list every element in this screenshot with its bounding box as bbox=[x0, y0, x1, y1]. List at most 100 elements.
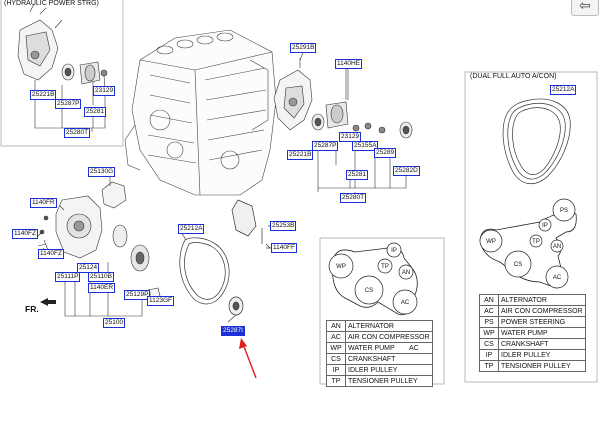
legend-code: AC bbox=[326, 331, 346, 343]
mid-label-cs: CS bbox=[365, 288, 373, 294]
legend-desc: IDLER PULLEY bbox=[345, 364, 433, 376]
legend-desc: TENSIONER PULLEY bbox=[498, 360, 586, 372]
right-pulley-wp bbox=[479, 229, 503, 253]
mid-pulley-cs bbox=[354, 275, 384, 305]
right-label-an: AN bbox=[553, 244, 561, 250]
right-pulley-ac bbox=[545, 265, 569, 289]
right-label-ip: IP bbox=[542, 223, 548, 229]
ref-23129-r[interactable]: 23129 bbox=[339, 132, 362, 142]
ref-1140ER[interactable]: 1140ER bbox=[88, 283, 116, 293]
stray-ac-label: AC bbox=[409, 345, 419, 352]
center-belt-sketch bbox=[179, 199, 285, 323]
ref-1140HE[interactable]: 1140HE bbox=[335, 59, 363, 69]
legend-desc: IDLER PULLEY bbox=[498, 349, 586, 361]
right-assembly-sketch bbox=[273, 58, 413, 139]
right-pulley-ip bbox=[538, 218, 552, 232]
back-arrow-icon[interactable]: ⇦ bbox=[571, 0, 599, 16]
ref-25287I-selected[interactable]: 25287I bbox=[221, 326, 245, 336]
front-arrow-icon bbox=[40, 298, 56, 306]
right-label-ps: PS bbox=[560, 208, 568, 214]
right-label-cs: CS bbox=[514, 262, 522, 268]
right-label-tp: TP bbox=[532, 239, 540, 245]
mid-pulley-ip bbox=[386, 242, 402, 258]
right-pulley-ps bbox=[552, 198, 576, 222]
legend-desc: WATER PUMP bbox=[345, 342, 433, 354]
legend-code: PS bbox=[479, 316, 499, 328]
ref-25130G[interactable]: 25130G bbox=[88, 167, 116, 177]
hydraulic-header: (HYDRAULIC POWER STRG) bbox=[4, 0, 99, 7]
dual-ac-belt-sketch bbox=[502, 98, 571, 184]
ref-1123GF[interactable]: 1123GF bbox=[147, 296, 175, 306]
ref-25253B[interactable]: 25253B bbox=[270, 221, 297, 231]
ref-23129-tl[interactable]: 23129 bbox=[93, 86, 116, 96]
legend-code: AC bbox=[479, 305, 499, 317]
ref-1140FZ-a[interactable]: 1140FZ bbox=[12, 229, 38, 239]
legend-desc: POWER STEERING bbox=[498, 316, 586, 328]
right-belt-routing: PS IP TP WP AN CS AC bbox=[479, 198, 577, 289]
ref-25221B-tl[interactable]: 25221B bbox=[30, 90, 57, 100]
ref-25291B[interactable]: 25291B bbox=[290, 43, 317, 53]
legend-code: IP bbox=[326, 364, 346, 376]
legend-code: WP bbox=[479, 327, 499, 339]
mid-label-ac: AC bbox=[401, 300, 410, 306]
ref-1140FZ-b[interactable]: 1140FZ bbox=[38, 249, 64, 259]
legend-desc: CRANKSHAFT bbox=[345, 353, 433, 365]
ref-25100[interactable]: 25100 bbox=[103, 318, 126, 328]
mid-label-wp: WP bbox=[336, 264, 346, 270]
front-indicator: FR. bbox=[25, 304, 39, 314]
mid-pulley-wp bbox=[328, 253, 354, 279]
mid-label-tp: TP bbox=[381, 264, 389, 270]
ref-25212A-r[interactable]: 25212A bbox=[550, 85, 577, 95]
ref-1140FF[interactable]: 1140FF bbox=[271, 243, 297, 253]
ref-25287P-r[interactable]: 25287P bbox=[312, 141, 339, 151]
legend-desc: AIR CON COMPRESSOR bbox=[498, 305, 586, 317]
legend-desc: ALTERNATOR bbox=[498, 294, 586, 306]
ref-25212A-c[interactable]: 25212A bbox=[178, 224, 205, 234]
ref-25129P[interactable]: 25129P bbox=[124, 290, 151, 300]
dual-ac-header: (DUAL FULL AUTO A/CON) bbox=[470, 73, 557, 80]
hydraulic-parts-sketch bbox=[17, 3, 108, 85]
legend-desc: AIR CON COMPRESSOR bbox=[345, 331, 433, 343]
legend-code: TP bbox=[326, 375, 346, 387]
ref-1140FR[interactable]: 1140FR bbox=[30, 198, 57, 208]
ref-25155A[interactable]: 25155A bbox=[352, 141, 379, 151]
dual-ac-frame bbox=[464, 71, 598, 383]
ref-25282D[interactable]: 25282D bbox=[393, 166, 420, 176]
ref-25281-r[interactable]: 25281 bbox=[346, 170, 369, 180]
legend-code: AN bbox=[326, 320, 346, 332]
legend-desc: ALTERNATOR bbox=[345, 320, 433, 332]
ref-25280T-tl[interactable]: 25280T bbox=[64, 128, 91, 138]
ref-25110B[interactable]: 25110B bbox=[88, 272, 114, 282]
hydraulic-leader-lines bbox=[34, 75, 106, 132]
mid-pulley-ac bbox=[392, 289, 418, 315]
ref-25280T-r[interactable]: 25280T bbox=[340, 193, 367, 203]
mid-pulley-an bbox=[398, 264, 414, 280]
ref-25221B-r[interactable]: 25221B bbox=[287, 150, 314, 160]
engine-block-sketch bbox=[124, 29, 277, 196]
ref-25287P-tl[interactable]: 25287P bbox=[55, 99, 82, 109]
mid-label-an: AN bbox=[402, 270, 410, 276]
legend-code: CS bbox=[326, 353, 346, 365]
legend-desc: CRANKSHAFT bbox=[498, 338, 586, 350]
hydraulic-frame bbox=[0, 0, 124, 147]
legend-code: IP bbox=[479, 349, 499, 361]
ref-25281-tl[interactable]: 25281 bbox=[84, 107, 107, 117]
legend-code: TP bbox=[479, 360, 499, 372]
right-pulley-tp bbox=[529, 234, 543, 248]
legend-code: AN bbox=[479, 294, 499, 306]
highlight-arrow bbox=[239, 338, 257, 379]
ref-25111P[interactable]: 25111P bbox=[55, 272, 81, 282]
ref-25289[interactable]: 25289 bbox=[374, 148, 397, 158]
